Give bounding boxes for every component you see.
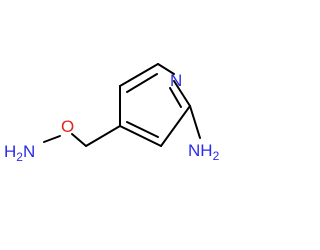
double-bond-c5-c6: [126, 73, 158, 93]
bond-c2-c3: [160, 105, 191, 147]
bond-c2-nh2: [189, 105, 201, 139]
double-bond-c3-c4: [126, 121, 159, 138]
bond-c5-c6: [119, 63, 159, 87]
ring-nitrogen-label: N: [170, 71, 182, 90]
molecule-drawing: N NH2 O H2N: [4, 63, 220, 164]
ether-oxygen-label: O: [61, 117, 74, 136]
bond-n1-c2: [173, 80, 191, 107]
double-bond-n1-c2: [169, 87, 182, 108]
bond-c6-n1: [157, 63, 175, 75]
bond-ch2-o: [71, 133, 87, 147]
hydroxylamine-label: H2N: [4, 142, 35, 164]
amine-label: NH2: [188, 141, 220, 163]
pyridine-ring: [119, 63, 191, 147]
bond-c3-c4: [119, 125, 162, 147]
structure-canvas: N NH2 O H2N: [4, 63, 220, 164]
bond-c4-ch2: [85, 125, 121, 147]
bond-o-n: [43, 135, 61, 143]
